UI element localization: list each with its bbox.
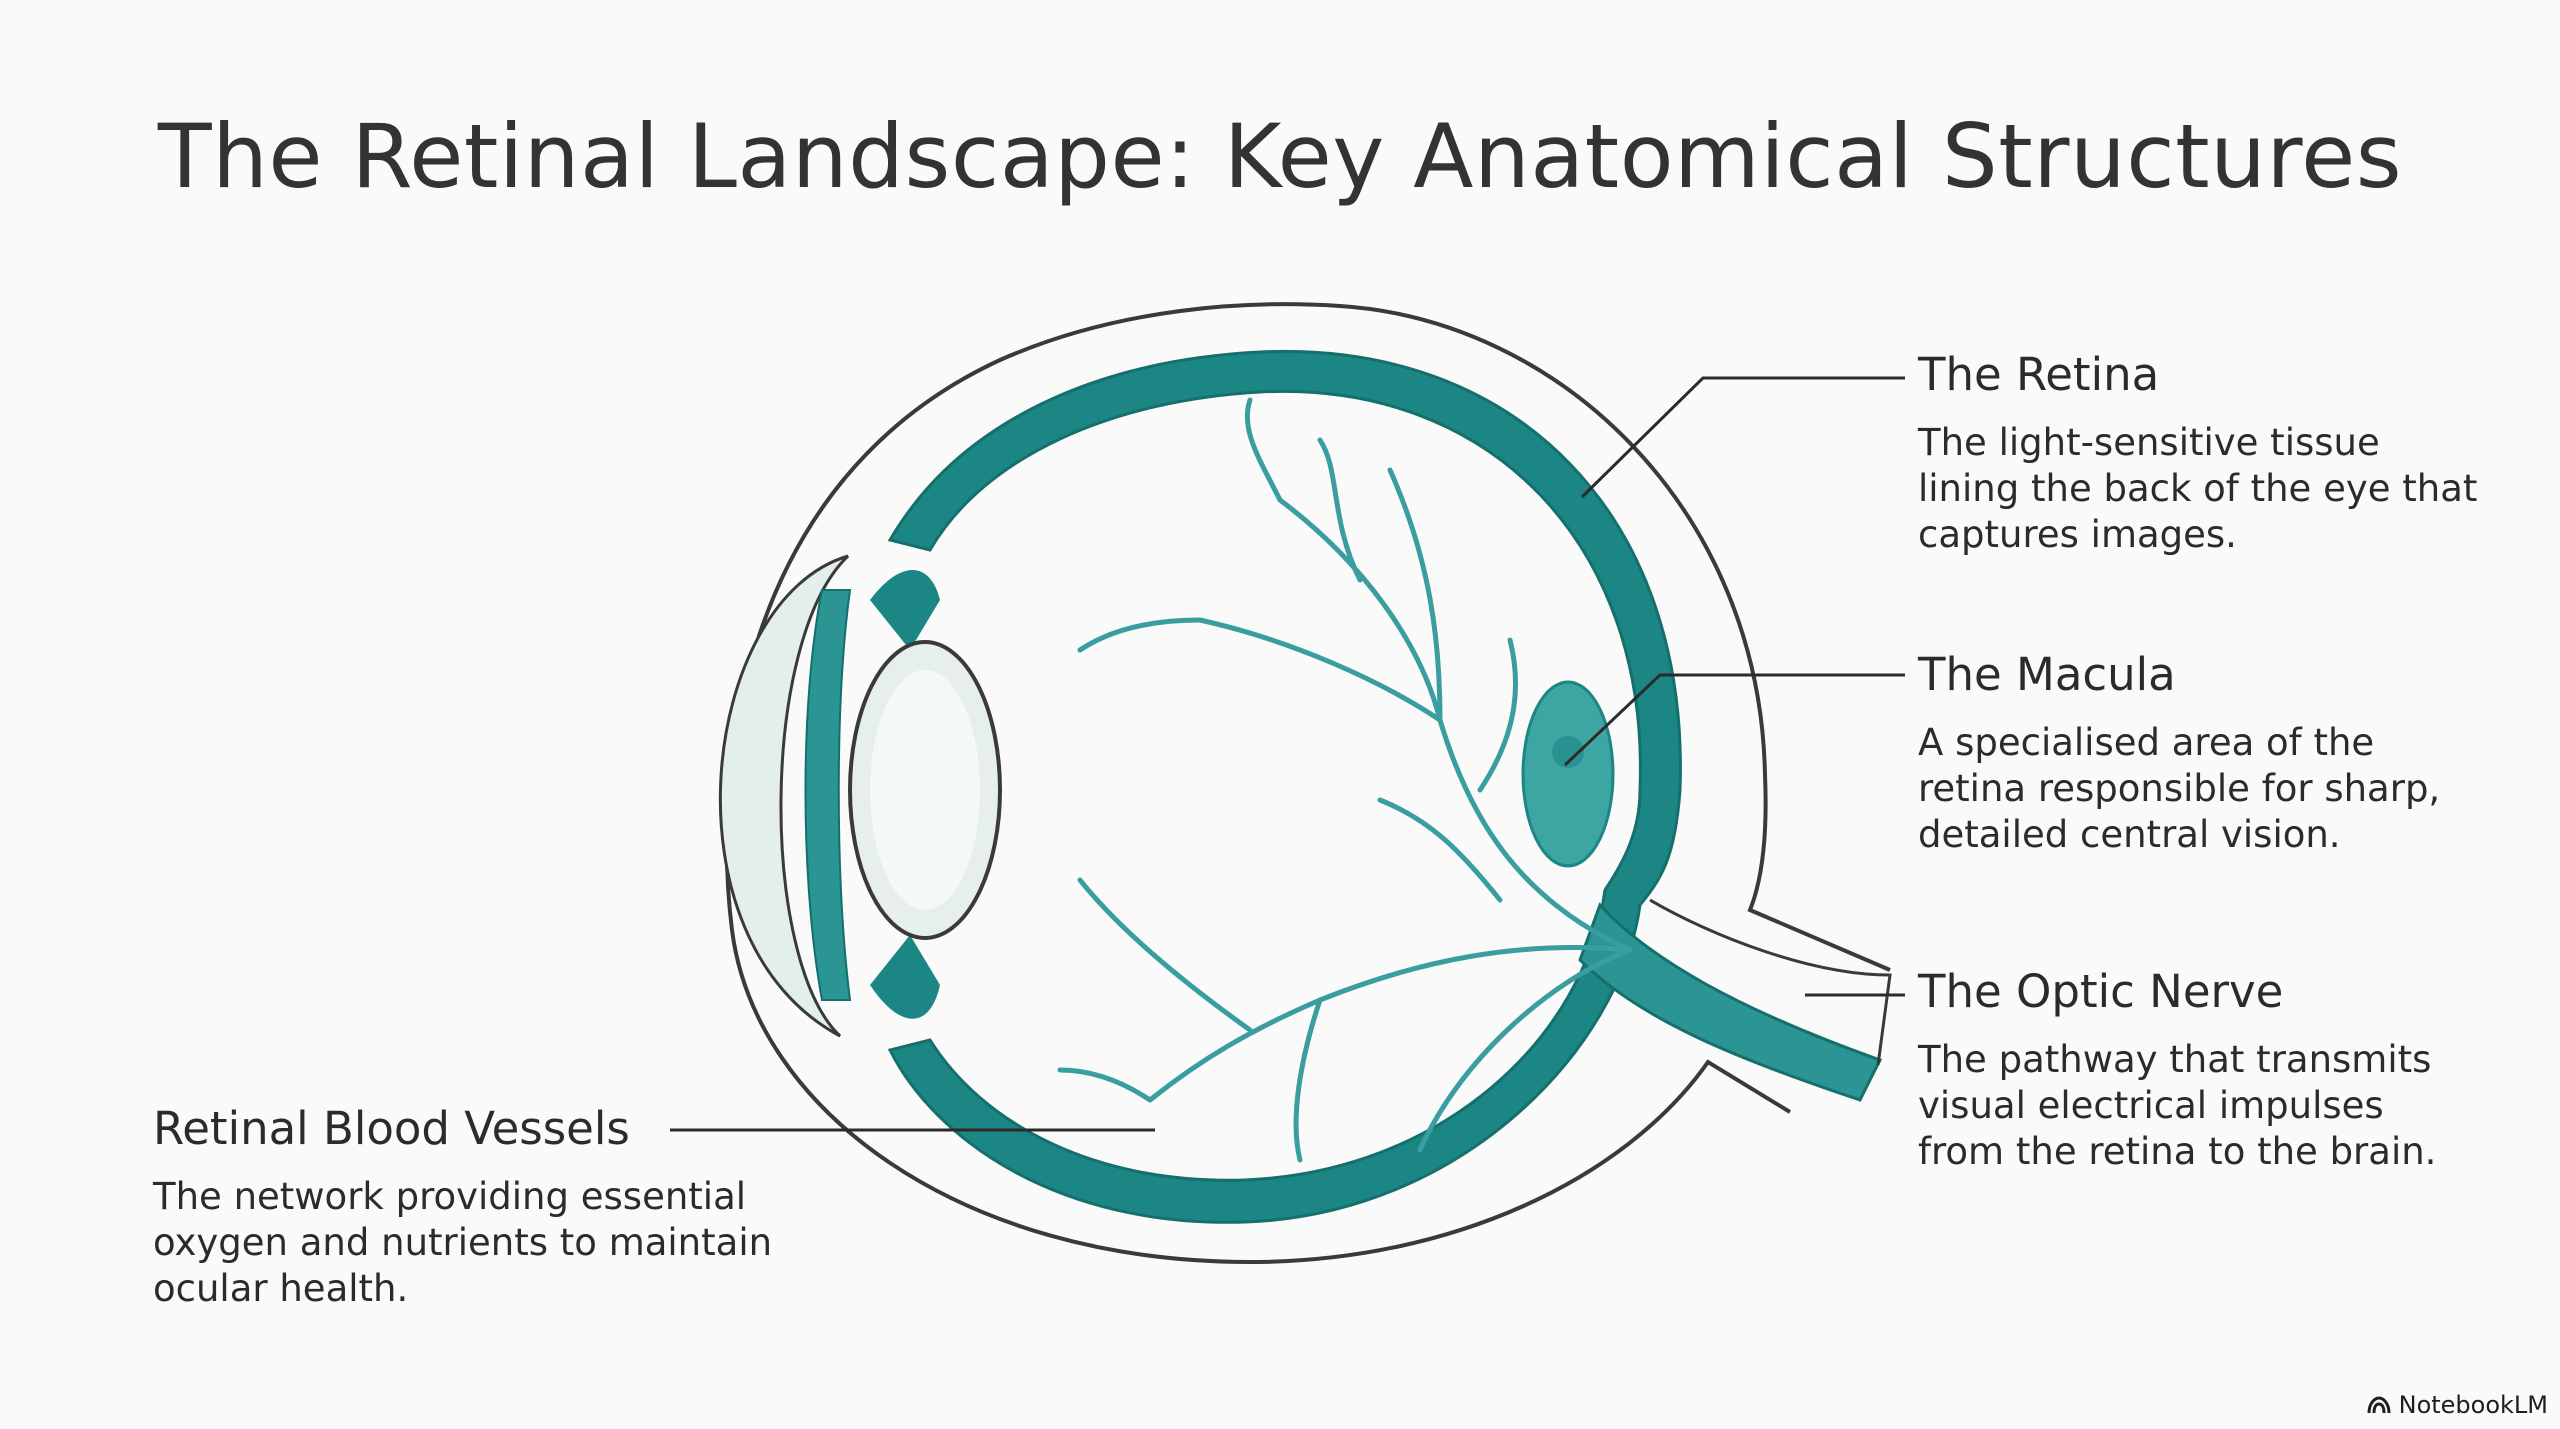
ciliary-body-top (870, 570, 940, 650)
retina-band (887, 349, 1682, 1224)
callout-description: The network providing essential oxygen a… (153, 1174, 773, 1310)
callout-heading: The Optic Nerve (1918, 965, 2284, 1018)
callout-description: The light-sensitive tissue lining the ba… (1918, 420, 2478, 556)
brand-label: NotebookLM (2398, 1391, 2548, 1419)
cornea (719, 554, 850, 1038)
callout-optic-nerve: The Optic Nerve The pathway that transmi… (1918, 967, 2478, 1175)
ciliary-body-bottom (870, 935, 940, 1019)
notebooklm-logo-icon (2367, 1396, 2391, 1414)
optic-nerve-sheath (1649, 898, 1892, 1066)
page-title: The Retinal Landscape: Key Anatomical St… (157, 105, 2403, 208)
callout-heading: The Macula (1918, 648, 2176, 701)
lens-core (870, 670, 980, 910)
optic-nerve (1578, 902, 1883, 1102)
retinal-blood-vessels (1057, 397, 1633, 1163)
callout-retina: The Retina The light-sensitive tissue li… (1918, 350, 2478, 558)
callout-description: A specialised area of the retina respons… (1918, 720, 2441, 856)
retina-leader-line (1580, 376, 1905, 499)
callout-macula: The Macula A specialised area of the ret… (1918, 650, 2478, 858)
sclera-outline (724, 302, 1891, 1265)
notebooklm-brand: NotebookLM (2367, 1391, 2548, 1419)
callout-description: The pathway that transmits visual electr… (1918, 1037, 2437, 1173)
macula-leader-line (1563, 673, 1905, 767)
callout-heading: The Retina (1918, 348, 2160, 401)
iris (804, 589, 852, 1001)
callout-heading: Retinal Blood Vessels (153, 1102, 630, 1155)
macula (1521, 680, 1615, 868)
callout-retinal-blood-vessels: Retinal Blood Vessels The network provid… (153, 1104, 853, 1312)
fovea (1552, 736, 1584, 768)
